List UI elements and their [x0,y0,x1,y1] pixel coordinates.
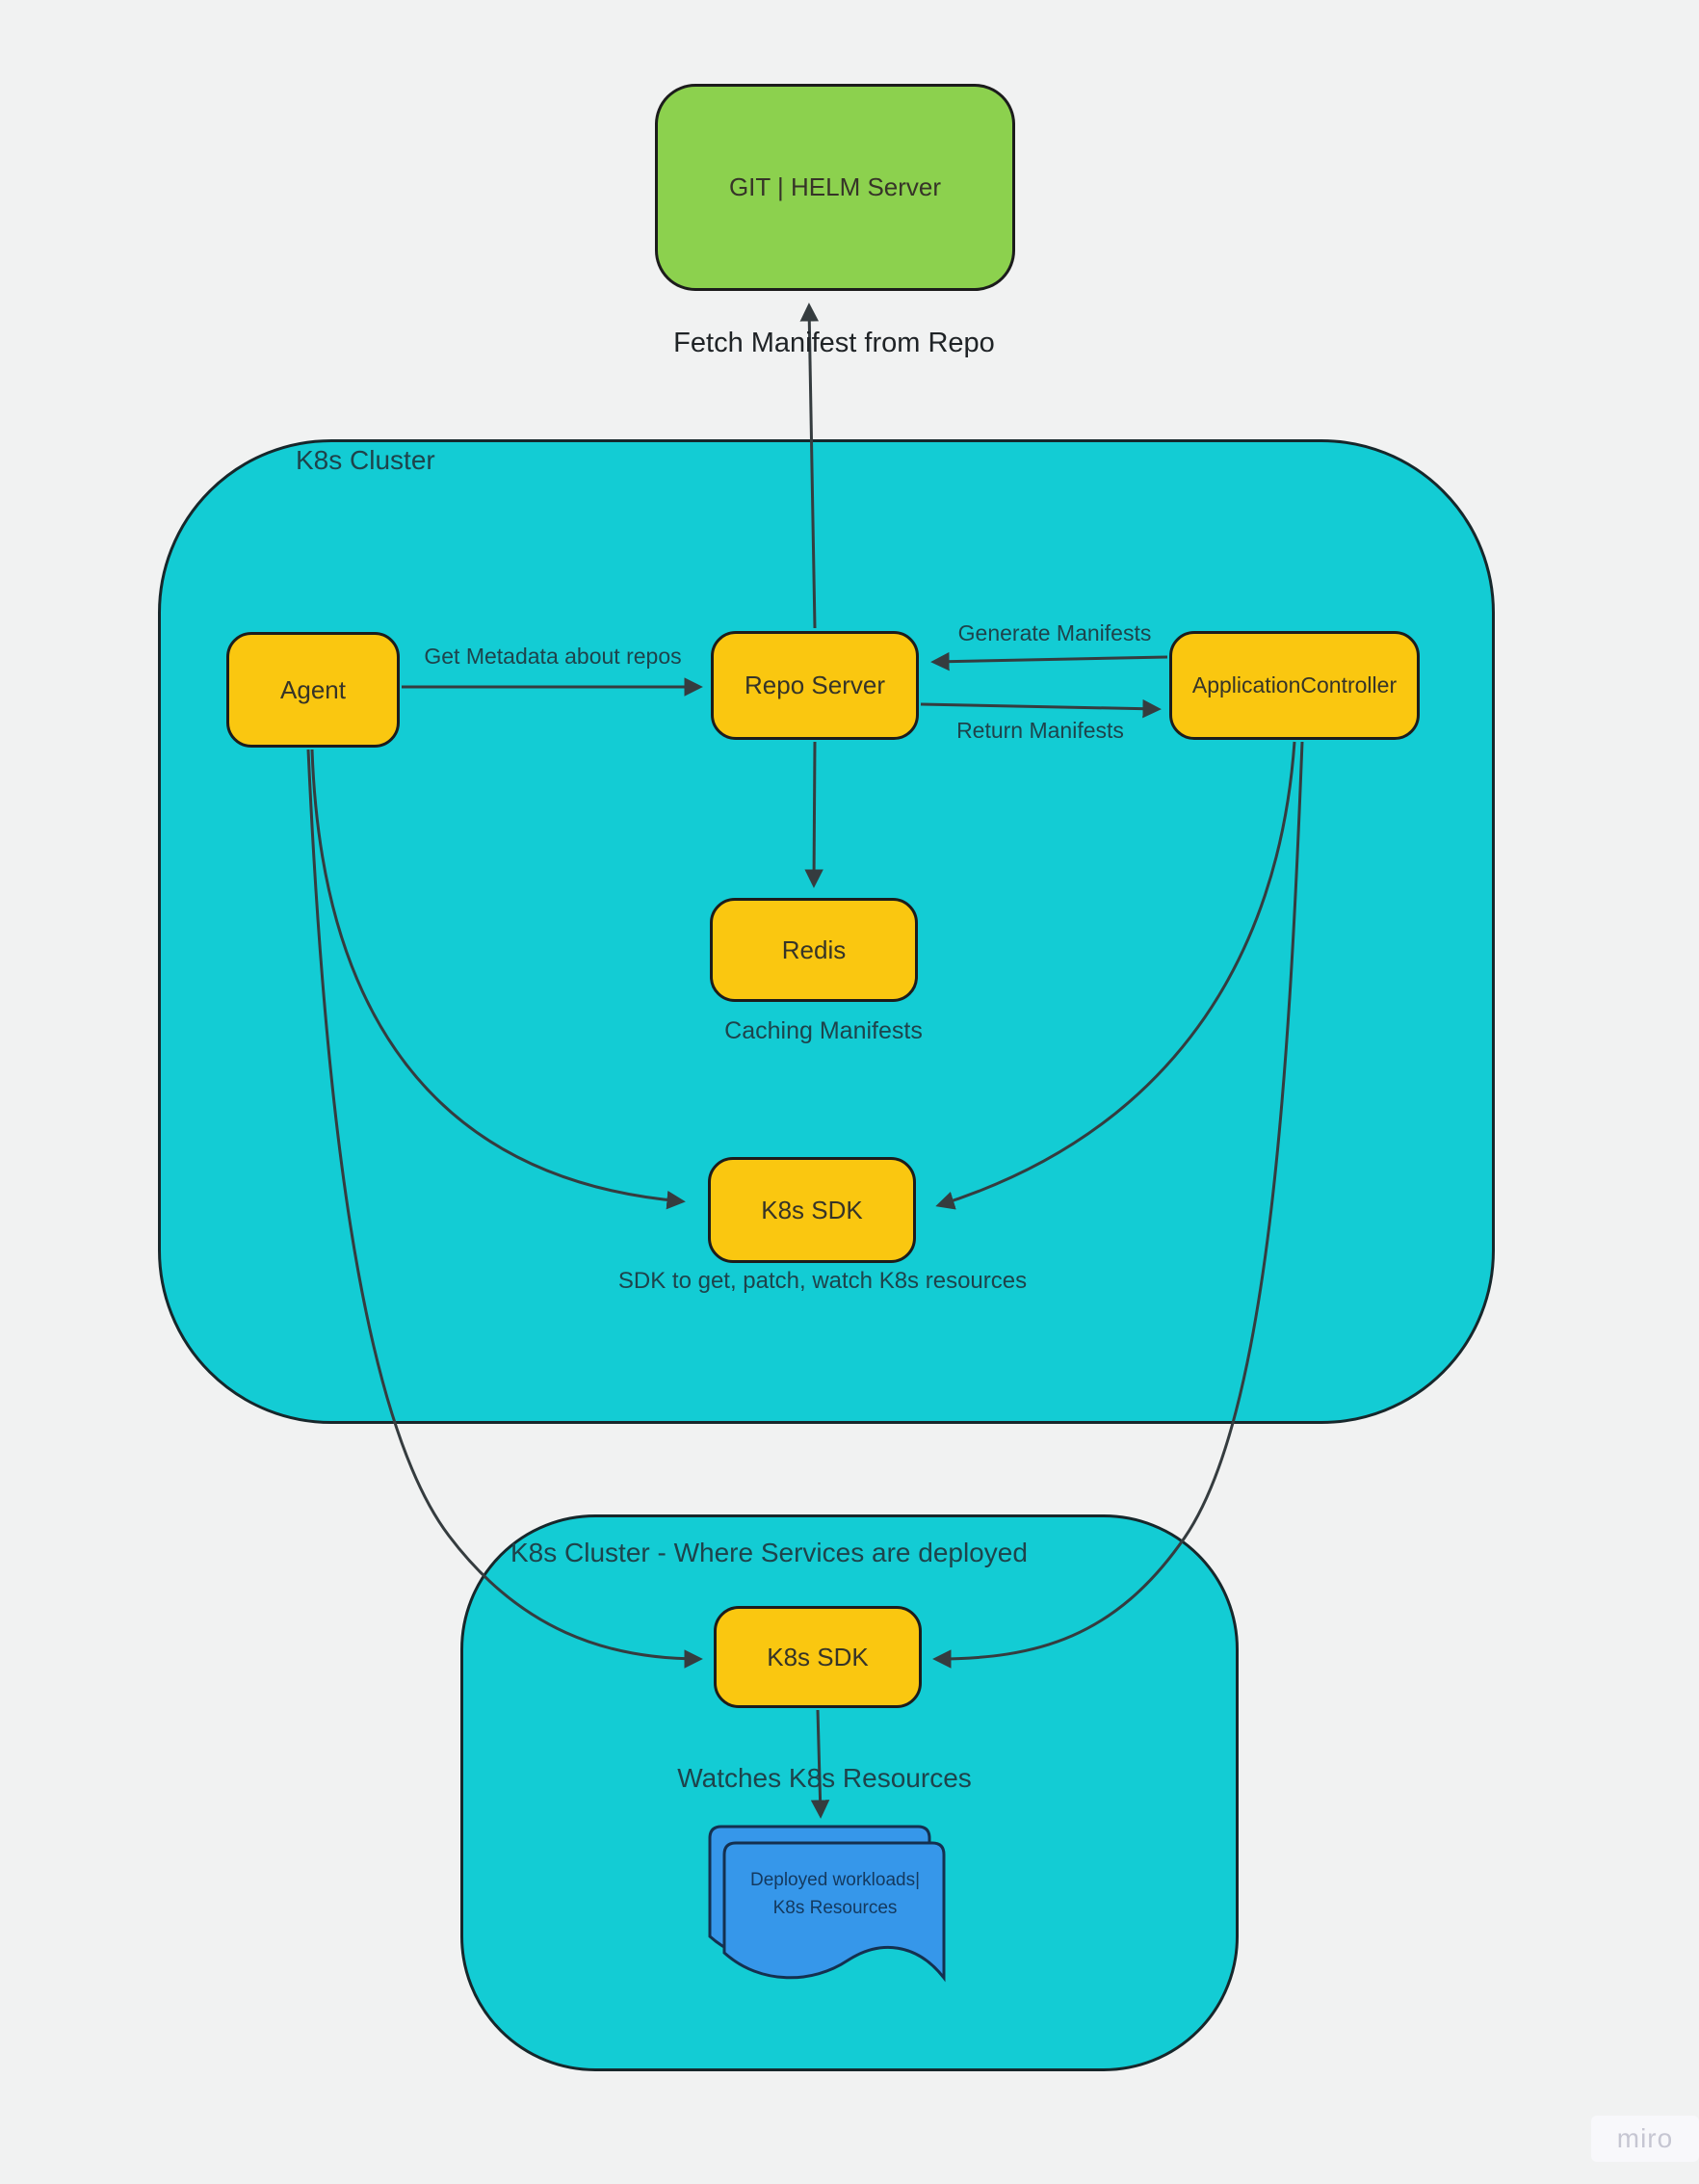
deployed-workloads-line1: Deployed workloads| [749,1870,921,1890]
miro-watermark-label: miro [1616,2123,1674,2153]
miro-watermark: miro [1591,2116,1699,2162]
label-fetch-manifest: Fetch Manifest from Repo [673,328,995,358]
label-caching-manifests: Caching Manifests [724,1017,923,1044]
node-application-controller[interactable]: ApplicationController [1169,631,1420,740]
node-k8s-sdk-main-label: K8s SDK [761,1195,863,1224]
label-sdk-description: SDK to get, patch, watch K8s resources [617,1268,1028,1294]
node-repo-server-label: Repo Server [745,671,885,699]
node-agent-label: Agent [280,674,346,704]
node-deployed-workloads-document[interactable] [708,1824,958,1997]
node-k8s-sdk-deploy[interactable]: K8s SDK [714,1606,922,1708]
label-get-metadata: Get Metadata about repos [424,644,682,669]
node-agent[interactable]: Agent [226,632,400,748]
node-k8s-sdk-main[interactable]: K8s SDK [708,1157,916,1263]
deployed-workloads-line2: K8s Resources [772,1897,898,1918]
node-deployed-workloads-label: Deployed workloads| K8s Resources [734,1867,936,1922]
cluster-k8s-main-label: K8s Cluster [296,445,435,475]
node-repo-server[interactable]: Repo Server [711,631,919,740]
label-return-manifests: Return Manifests [956,718,1124,743]
node-application-controller-label: ApplicationController [1191,672,1398,697]
label-generate-manifests: Generate Manifests [957,620,1152,645]
node-redis-label: Redis [781,934,847,964]
label-watches-resources: Watches K8s Resources [677,1763,972,1793]
node-k8s-sdk-deploy-label: K8s SDK [767,1642,869,1671]
node-redis[interactable]: Redis [710,898,918,1002]
document-front-sheet [722,1841,946,1983]
node-git-helm-server-label: GIT | HELM Server [728,172,942,201]
cluster-k8s-deploy-label: K8s Cluster - Where Services are deploye… [510,1538,1028,1567]
node-git-helm-server[interactable]: GIT | HELM Server [655,84,1015,291]
